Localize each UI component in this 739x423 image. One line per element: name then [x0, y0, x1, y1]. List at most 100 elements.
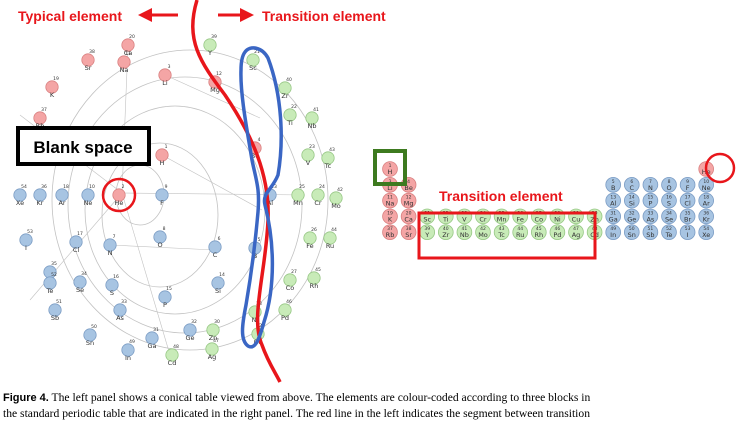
cone-element-k: 19K	[45, 76, 59, 99]
element-symbol: Zn	[209, 334, 218, 342]
element-disc-cl	[679, 192, 696, 209]
blank-space-box: Blank space	[16, 126, 151, 166]
element-disc	[145, 331, 159, 345]
atomic-number: 19	[53, 76, 59, 82]
element-symbol: Kr	[703, 215, 710, 223]
atomic-number: 43	[329, 147, 335, 153]
element-symbol: Ni	[554, 215, 561, 223]
atomic-number: 44	[331, 227, 337, 233]
element-disc	[121, 343, 135, 357]
atomic-number: 20	[129, 34, 135, 40]
atomic-number: 37	[387, 226, 393, 232]
atomic-number: 54	[703, 226, 709, 232]
element-disc-c	[623, 177, 640, 193]
atomic-number: 31	[153, 327, 159, 333]
element-symbol: Ge	[185, 334, 194, 342]
atomic-number: 5	[612, 179, 615, 185]
element-symbol: K	[388, 215, 393, 223]
element-disc-in	[605, 224, 621, 241]
element-symbol: Cl	[73, 246, 80, 254]
cone-element-i: 53I	[19, 229, 33, 252]
element-symbol: H	[388, 168, 393, 176]
element-disc-te	[661, 224, 677, 241]
element-disc	[291, 188, 305, 202]
element-symbol: P	[163, 301, 167, 309]
cone-element-c: 6C	[208, 236, 222, 259]
element-symbol: C	[213, 251, 218, 259]
element-disc-na	[382, 192, 398, 209]
element-disc	[155, 148, 169, 162]
element-symbol: I	[687, 231, 689, 239]
cone-element-li: 3Li	[158, 64, 172, 87]
element-disc-ge	[623, 208, 640, 225]
table-cell: 7N	[642, 177, 659, 193]
element-disc	[81, 188, 95, 202]
atomic-number: 18	[703, 195, 709, 201]
element-disc-zr	[437, 224, 454, 241]
element-disc-kr	[698, 208, 714, 225]
atomic-number: 39	[424, 226, 430, 232]
atomic-number: 50	[91, 324, 97, 330]
element-disc-k	[382, 208, 398, 225]
element-disc	[73, 275, 87, 289]
element-disc	[301, 148, 315, 162]
atomic-number: 11	[387, 195, 393, 201]
atomic-number: 21	[254, 49, 260, 55]
element-symbol: Ne	[702, 184, 711, 192]
typical-element-label: Typical element	[18, 8, 122, 24]
element-disc-si	[623, 192, 640, 209]
atomic-number: 15	[648, 195, 654, 201]
element-disc	[246, 53, 260, 67]
element-symbol: Mo	[331, 202, 341, 210]
element-symbol: B	[611, 184, 615, 192]
atomic-number: 15	[166, 286, 172, 292]
atomic-number: 31	[610, 210, 616, 216]
element-symbol: Se	[665, 215, 673, 223]
atomic-number: 49	[610, 226, 616, 232]
atomic-number: 7	[113, 234, 116, 240]
atomic-number: 1	[389, 163, 392, 169]
element-disc	[43, 276, 57, 290]
element-disc-n	[642, 177, 659, 193]
element-symbol: S	[110, 289, 114, 297]
element-disc	[83, 328, 97, 342]
element-symbol: Ca	[404, 215, 413, 223]
element-disc-rb	[382, 224, 398, 241]
atomic-number: 45	[536, 226, 542, 232]
element-disc	[208, 240, 222, 254]
element-disc	[105, 278, 119, 292]
element-symbol: Cl	[684, 200, 691, 208]
atomic-number: 10	[703, 179, 709, 185]
element-symbol: Xe	[16, 199, 24, 207]
element-disc-sb	[642, 224, 659, 241]
left-arrow-icon	[138, 8, 178, 22]
atomic-number: 25	[299, 184, 305, 190]
element-symbol: Sr	[405, 231, 412, 239]
element-disc-pd	[549, 224, 566, 241]
standard-periodic-table: 1H2He3Li4Be5B6C7N8O9F10Ne11Na12Mg13Al14S…	[382, 161, 714, 241]
atomic-number: 36	[703, 210, 709, 216]
element-symbol: Kr	[37, 199, 44, 207]
atomic-number: 38	[406, 226, 412, 232]
element-symbol: Ti	[442, 215, 449, 223]
atomic-number: 47	[573, 226, 579, 232]
element-symbol: F	[686, 184, 690, 192]
atomic-number: 4	[258, 137, 261, 143]
